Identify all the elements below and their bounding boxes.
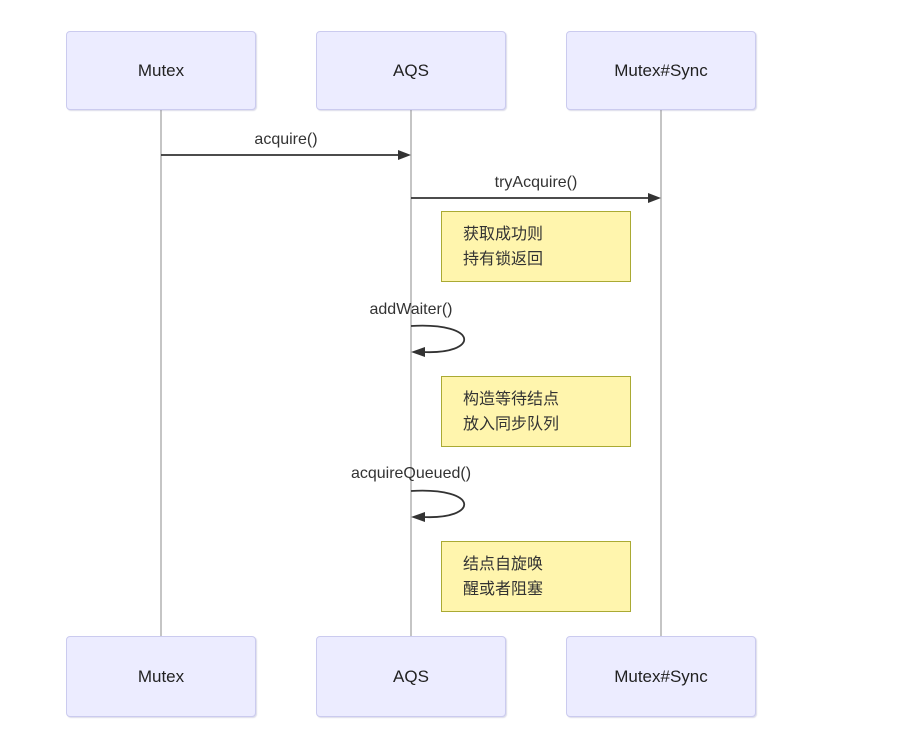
actor-box-aqs-top: AQS [316, 31, 506, 110]
actor-box-aqs-bottom: AQS [316, 636, 506, 717]
actor-label-mutex-sync-bottom: Mutex#Sync [614, 666, 708, 686]
actor-label-mutex-top: Mutex [137, 60, 185, 80]
note-acquire-success: 获取成功则 持有锁返回 [441, 211, 631, 282]
actor-box-mutex-top: Mutex [66, 31, 256, 110]
note-line: 获取成功则 [463, 226, 544, 243]
self-loop-acquire-queued [410, 489, 466, 522]
actor-label-aqs-top: AQS [393, 60, 429, 80]
message-arrow-try-acquire [411, 193, 661, 203]
message-arrow-acquire [161, 150, 411, 160]
message-label-add-waiter: addWaiter() [369, 301, 453, 318]
actor-label-mutex-bottom: Mutex [137, 666, 185, 686]
note-line: 醒或者阻塞 [463, 581, 544, 598]
note-line: 结点自旋唤 [463, 556, 544, 573]
actor-box-mutex-sync-top: Mutex#Sync [566, 31, 756, 110]
message-label-acquire: acquire() [254, 131, 318, 148]
note-line: 放入同步队列 [463, 416, 560, 433]
note-build-wait-node: 构造等待结点 放入同步队列 [441, 376, 631, 447]
actor-label-mutex-sync-top: Mutex#Sync [614, 60, 708, 80]
message-label-acquire-queued: acquireQueued() [350, 465, 472, 482]
message-label-try-acquire: tryAcquire() [494, 174, 578, 191]
actor-box-mutex-bottom: Mutex [66, 636, 256, 717]
note-spin-or-block: 结点自旋唤 醒或者阻塞 [441, 541, 631, 612]
actor-label-aqs-bottom: AQS [393, 666, 429, 686]
note-line: 构造等待结点 [463, 391, 560, 408]
note-line: 持有锁返回 [463, 251, 544, 268]
actor-box-mutex-sync-bottom: Mutex#Sync [566, 636, 756, 717]
self-loop-add-waiter [410, 324, 466, 357]
